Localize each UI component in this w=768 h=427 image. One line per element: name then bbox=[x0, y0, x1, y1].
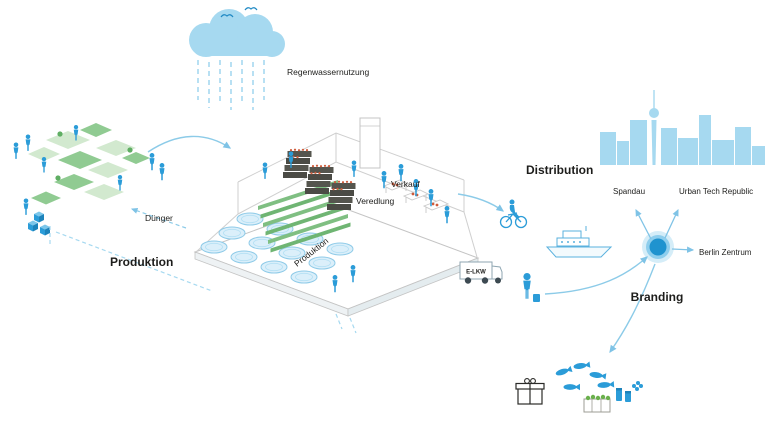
garden-plots bbox=[28, 123, 150, 205]
arrow-distribution-to-branding bbox=[544, 256, 648, 295]
electric-truck-icon: E-LKW bbox=[459, 261, 503, 284]
growing-terraces bbox=[258, 180, 351, 253]
rain-cloud-icon bbox=[189, 7, 285, 57]
branding-node bbox=[642, 231, 674, 263]
flow-arrows bbox=[147, 135, 656, 354]
dashed-drip-line bbox=[349, 317, 357, 334]
label-veredlung: Veredlung bbox=[356, 196, 395, 206]
hall-tower bbox=[359, 117, 381, 169]
ferry-icon bbox=[545, 226, 613, 258]
arrow-to-spandau bbox=[635, 208, 652, 240]
rain-lines bbox=[197, 60, 265, 110]
beehive-boxes bbox=[28, 211, 50, 236]
truck-wheel bbox=[495, 277, 501, 284]
label-regenwassernutzung: Regenwassernutzung bbox=[287, 67, 369, 77]
skyline-building bbox=[752, 146, 765, 165]
label-duenger: Dünger bbox=[145, 213, 173, 223]
label-stage-distribution: Distribution bbox=[526, 163, 593, 177]
fish-products bbox=[554, 361, 615, 391]
vegetable-crate-icon bbox=[583, 394, 611, 413]
skyline-building bbox=[699, 115, 711, 165]
truck-label: E-LKW bbox=[466, 270, 486, 276]
destination-arrows bbox=[635, 208, 695, 253]
arrow-to-berlin-zentrum bbox=[671, 246, 695, 253]
dashed-flows bbox=[49, 208, 357, 334]
arrow-to-urban-tech-republic bbox=[664, 208, 679, 239]
label-verkauf: Verkauf bbox=[391, 179, 420, 189]
market-hall bbox=[193, 117, 480, 317]
skyline-building bbox=[735, 127, 751, 165]
gift-box-icon bbox=[515, 378, 545, 405]
shopping-bag-icon bbox=[533, 294, 540, 302]
skyline-building bbox=[600, 132, 616, 165]
branded-products bbox=[515, 361, 643, 413]
cyclist-icon bbox=[499, 199, 528, 229]
label-stage-produktion: Produktion bbox=[110, 255, 173, 269]
produce-crates bbox=[283, 148, 356, 210]
preserve-jars-icon bbox=[616, 381, 643, 402]
dashed-drip-line bbox=[335, 313, 343, 330]
skyline-building bbox=[661, 128, 677, 165]
arrow-garden-to-hall bbox=[147, 135, 232, 153]
truck-wheel bbox=[464, 277, 472, 284]
label-spandau: Spandau bbox=[613, 187, 645, 196]
arrow-hall-to-distribution bbox=[457, 193, 505, 212]
label-stage-branding: Branding bbox=[631, 290, 684, 304]
skyline-building bbox=[617, 141, 629, 165]
bird-icon bbox=[220, 14, 234, 18]
label-berlin-zentrum: Berlin Zentrum bbox=[699, 248, 752, 257]
berlin-skyline bbox=[600, 90, 765, 165]
bird-icon bbox=[244, 7, 258, 11]
community-garden bbox=[13, 123, 165, 236]
hall-structure bbox=[195, 132, 478, 258]
tv-tower-icon bbox=[649, 90, 659, 165]
skyline-building bbox=[712, 140, 734, 165]
truck-wheel bbox=[481, 277, 489, 284]
label-urban-tech-republic: Urban Tech Republic bbox=[679, 187, 753, 196]
skyline-building bbox=[630, 120, 647, 165]
arrow-duenger-to-garden bbox=[130, 208, 187, 229]
skyline-building bbox=[678, 138, 698, 165]
customer-with-bag bbox=[523, 273, 540, 302]
garden-trees bbox=[55, 131, 133, 181]
arrow-branding-to-products bbox=[609, 263, 656, 354]
